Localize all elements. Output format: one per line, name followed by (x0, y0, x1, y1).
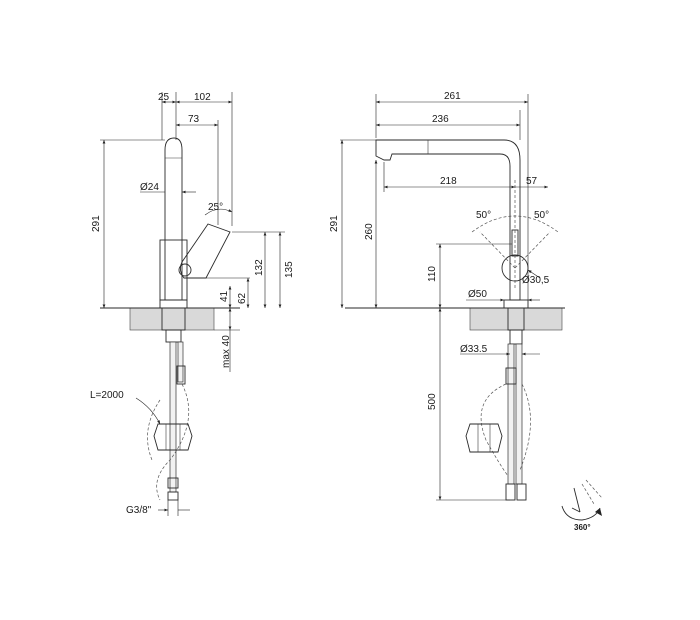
dim-d33-5-label: Ø33.5 (460, 344, 488, 355)
dim-291-label: 291 (91, 215, 102, 232)
dim-50deg-left-label: 50° (476, 210, 491, 221)
dim-25-label: 25 (158, 92, 170, 103)
dim-d50-label: Ø50 (468, 289, 487, 300)
supply-hose (169, 341, 177, 493)
thread-label: G3/8" (126, 505, 152, 516)
dim-110-label: 110 (427, 266, 438, 282)
front-view: 261 236 218 57 291 260 110 50° 50° Ø30,5… (329, 91, 565, 501)
dim-261-label: 261 (444, 91, 461, 102)
side-view: 25 102 73 291 Ø24 25° 135 132 62 41 max … (90, 92, 295, 516)
hose-weight-front (465, 423, 503, 453)
faucet-body (164, 137, 183, 301)
dim-41-label: 41 (219, 290, 230, 302)
dim-132-label: 132 (254, 259, 265, 276)
dim-260-label: 260 (364, 223, 375, 240)
dim-236-label: 236 (432, 114, 449, 125)
dim-57-label: 57 (526, 176, 538, 187)
dim-50deg-right-label: 50° (534, 210, 549, 221)
dim-500-label: 500 (427, 393, 438, 410)
countertop-section (129, 307, 215, 331)
dim-62-label: 62 (237, 292, 248, 304)
dim-d30-5-label: Ø30,5 (522, 275, 550, 286)
dim-73-label: 73 (188, 114, 200, 125)
rotation-label: 360° (574, 523, 591, 532)
dim-d24-label: Ø24 (140, 182, 159, 193)
countertop-section-front (469, 307, 563, 331)
dim-max40-label: max 40 (221, 335, 232, 368)
rotation-360-icon: 360° (561, 479, 603, 532)
dim-25deg-label: 25° (208, 202, 223, 213)
dim-291-front-label: 291 (329, 215, 340, 232)
hose-length-label: L=2000 (90, 390, 124, 401)
dim-218-label: 218 (440, 176, 457, 187)
hose-weight (153, 423, 193, 451)
dim-135-label: 135 (284, 261, 295, 278)
lever-handle (179, 223, 231, 279)
pull-out-spout (375, 139, 521, 301)
dim-102-label: 102 (194, 92, 211, 103)
